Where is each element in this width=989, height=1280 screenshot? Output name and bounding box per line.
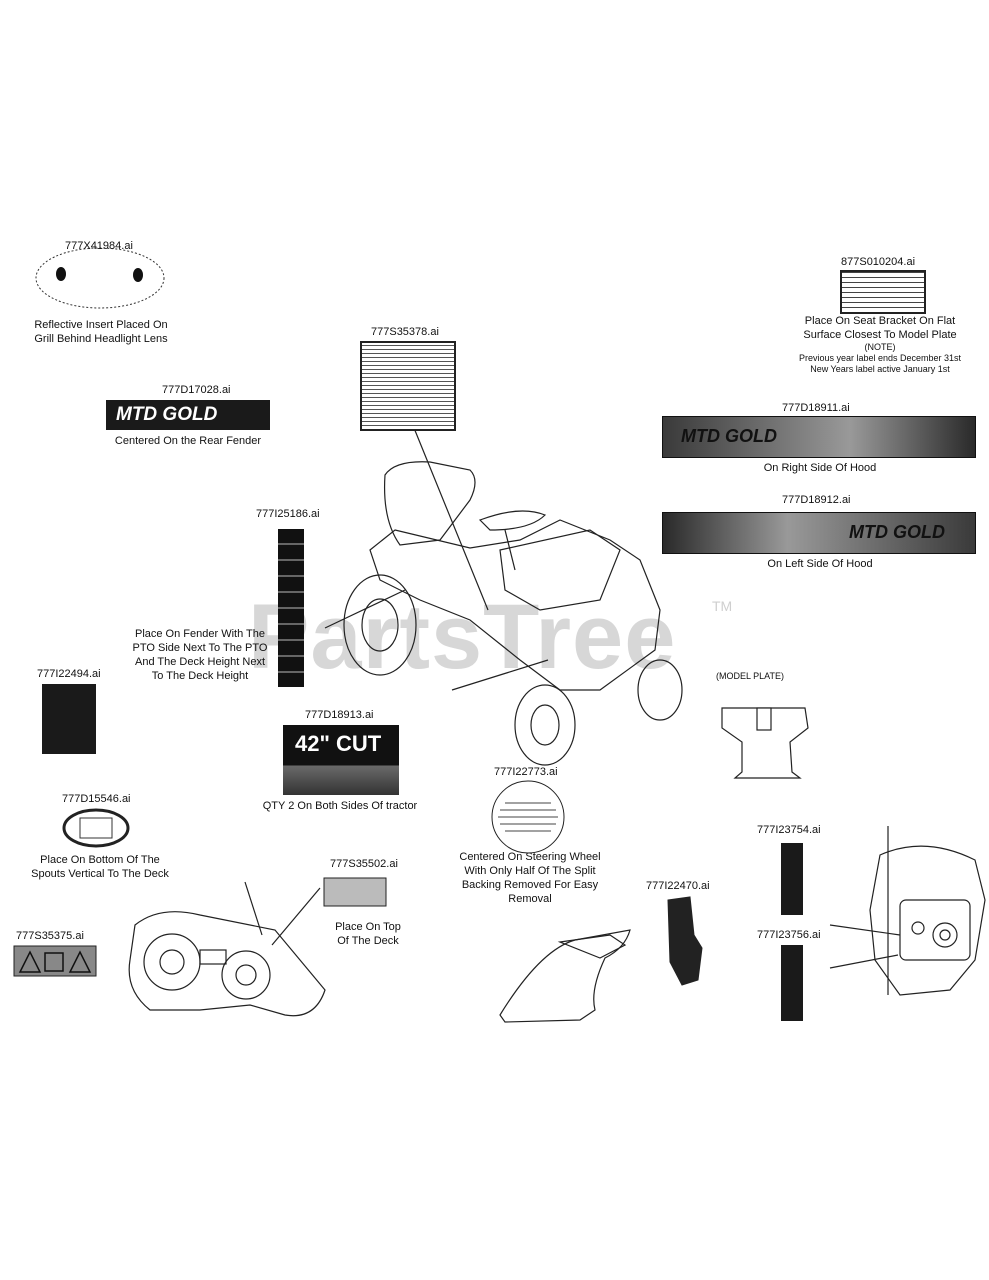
caption-hood-left: On Left Side Of Hood <box>767 558 873 570</box>
caption-deck-oval: Place On Bottom Of The Spouts Vertical T… <box>31 854 169 880</box>
pto-strip-decal <box>278 529 304 687</box>
caption-pto-strip: Place On Fender With The PTO Side Next T… <box>132 628 268 682</box>
steering-label-lines <box>498 802 558 832</box>
part-number-reflective: 777X41984.ai <box>65 240 133 252</box>
deck-oval-label <box>62 808 130 848</box>
caption-model-plate: Place On Seat Bracket On Flat Surface Cl… <box>798 315 962 374</box>
watermark-tm: TM <box>712 598 733 614</box>
dash-upper-decal <box>781 843 803 915</box>
caption-steering: Centered On Steering Wheel With Only Hal… <box>459 851 601 905</box>
fender-logo-text: MTD GOLD <box>116 404 218 425</box>
model-plate-callout: (MODEL PLATE) <box>716 671 785 681</box>
hood-right-decal: MTD GOLD <box>662 416 976 458</box>
part-number-small-panel: 777I22494.ai <box>37 668 101 680</box>
cut-decal-text: 42" CUT <box>295 731 382 756</box>
dash-lower-decal <box>781 945 803 1021</box>
mower-deck-drawing <box>128 911 326 1017</box>
part-number-pedal: 777I22470.ai <box>646 880 710 892</box>
part-number-fender-logo: 777D17028.ai <box>162 384 231 396</box>
reflective-dot-left <box>56 267 66 281</box>
deck-top-label <box>323 877 387 907</box>
hood-right-text: MTD GOLD <box>681 426 777 446</box>
watermark-text: PartsTree <box>248 586 677 688</box>
fender-logo-decal: MTD GOLD <box>106 400 270 430</box>
pedal-decal <box>667 896 703 986</box>
small-panel-decal <box>42 684 96 754</box>
tractor-drawing <box>343 461 683 766</box>
hood-left-text: MTD GOLD <box>849 522 945 542</box>
pedal-drawing <box>499 929 631 1023</box>
part-number-deck-top: 777S35502.ai <box>330 858 398 870</box>
part-number-hood-warning: 777S35378.ai <box>371 326 439 338</box>
part-number-cut-decal: 777D18913.ai <box>305 709 374 721</box>
steering-label-outline <box>491 780 565 854</box>
cut-decal: 42" CUT <box>283 725 399 795</box>
dashboard-drawing <box>869 826 986 996</box>
model-plate-label <box>840 270 926 314</box>
hood-warning-label <box>360 341 456 431</box>
caption-deck-top: Place On Top Of The Deck <box>335 921 401 947</box>
model-plate-bracket <box>721 707 809 779</box>
part-number-dash-lower: 777I23756.ai <box>757 929 821 941</box>
part-number-deck-icons: 777S35375.ai <box>16 930 84 942</box>
part-number-hood-right: 777D18911.ai <box>782 402 850 414</box>
caption-cut-decal: QTY 2 On Both Sides Of tractor <box>262 800 418 812</box>
hood-left-decal: MTD GOLD <box>662 512 976 554</box>
caption-fender-logo: Centered On the Rear Fender <box>114 435 262 447</box>
part-number-dash-upper: 777I23754.ai <box>757 824 821 836</box>
caption-reflective: Reflective Insert Placed On Grill Behind… <box>34 319 168 345</box>
part-number-model-plate: 877S010204.ai <box>841 256 916 268</box>
leader-lines <box>244 427 901 969</box>
part-number-pto-strip: 777I25186.ai <box>256 508 320 520</box>
part-number-deck-oval: 777D15546.ai <box>62 793 131 805</box>
reflective-dot-right <box>133 268 143 282</box>
caption-hood-right: On Right Side Of Hood <box>763 462 877 474</box>
part-number-steering: 777I22773.ai <box>494 766 558 778</box>
part-number-hood-left: 777D18912.ai <box>782 494 851 506</box>
reflective-insert-outline <box>35 247 165 309</box>
